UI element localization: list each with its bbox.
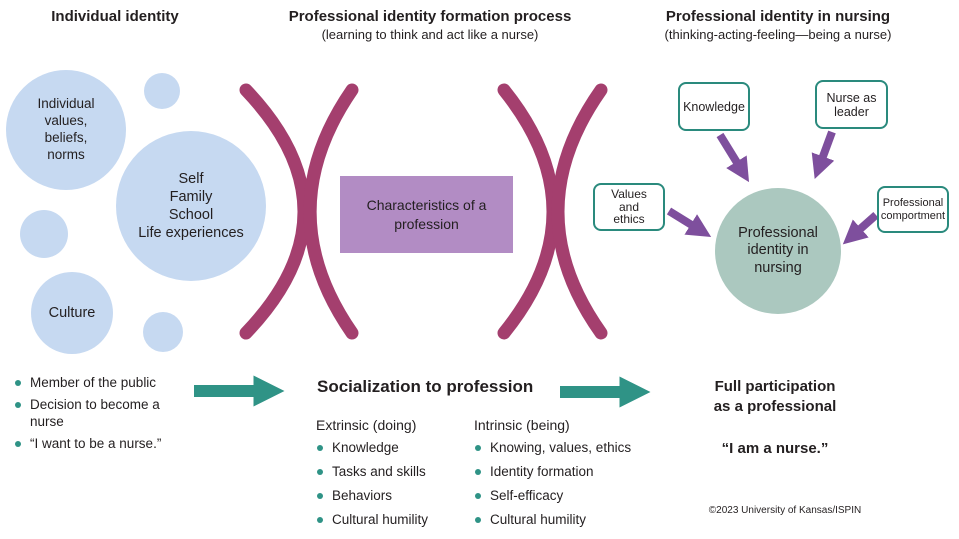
copyright-text: ©2023 University of Kansas/ISPIN: [708, 505, 862, 516]
box-nurse-as-leader: Nurse as leader: [815, 80, 888, 129]
list-item: Tasks and skills: [316, 464, 466, 481]
full-participation-lines: Full participation as a professional: [713, 378, 837, 416]
box-professional-comportment: Professional comportment: [877, 186, 949, 233]
circle-professional-identity: Professional identity in nursing: [715, 188, 841, 314]
arrow-comportment-icon: [842, 212, 879, 245]
column-header-individual-identity: Individual identity: [15, 8, 215, 25]
extrinsic-title: Extrinsic (doing): [316, 417, 417, 433]
circle-text: Individual values, beliefs, norms: [37, 96, 95, 162]
extrinsic-column: Extrinsic (doing) Knowledge Tasks and sk…: [316, 417, 466, 536]
intrinsic-list: Knowing, values, ethics Identity formati…: [474, 440, 659, 529]
transition-curve-2: [303, 83, 359, 340]
full-participation-text: Full participation as a professional: [695, 377, 855, 418]
intrinsic-column: Intrinsic (being) Knowing, values, ethic…: [474, 417, 659, 536]
list-item: Cultural humility: [316, 512, 466, 529]
header-title: Professional identity in nursing: [665, 8, 891, 25]
circle-individual-values: Individual values, beliefs, norms: [6, 70, 126, 190]
circle-decorative-left: [20, 210, 68, 258]
list-item: Cultural humility: [474, 512, 659, 529]
box-values-ethics: Values and ethics: [593, 183, 665, 231]
circle-text: Self Family School Life experiences: [138, 170, 244, 242]
characteristics-text: Characteristics of a profession: [366, 197, 487, 232]
header-subtitle: (learning to think and act like a nurse): [321, 27, 539, 43]
box-text: Professional comportment: [880, 197, 946, 222]
circle-culture: Culture: [31, 272, 113, 354]
socialization-title: Socialization to profession: [317, 377, 534, 396]
box-knowledge: Knowledge: [678, 82, 750, 131]
box-text: Knowledge: [683, 99, 745, 114]
arrow-values-ethics-icon: [666, 207, 712, 238]
list-item: Member of the public: [14, 375, 196, 392]
characteristics-box: Characteristics of a profession: [340, 176, 513, 253]
intrinsic-title: Intrinsic (being): [474, 417, 570, 433]
circle-text: Culture: [48, 304, 96, 321]
list-item: Identity formation: [474, 464, 659, 481]
header-title: Professional identity formation process: [288, 8, 572, 25]
box-text: Values and ethics: [611, 186, 647, 227]
arrow-knowledge-icon: [716, 132, 750, 183]
circle-decorative-bottom: [143, 312, 183, 352]
column-header-nursing-identity: Professional identity in nursing (thinki…: [618, 8, 938, 43]
nurse-quote: “I am a nurse.”: [721, 440, 829, 457]
list-item: Behaviors: [316, 488, 466, 505]
header-title: Individual identity: [51, 8, 179, 25]
circle-self-family: Self Family School Life experiences: [116, 131, 266, 281]
column-header-formation-process: Professional identity formation process …: [265, 8, 595, 43]
list-item: Knowing, values, ethics: [474, 440, 659, 457]
list-item: Self-efficacy: [474, 488, 659, 505]
arrow-nurse-leader-icon: [811, 130, 836, 180]
circle-text: Professional identity in nursing: [738, 224, 818, 276]
circle-decorative-top: [144, 73, 180, 109]
extrinsic-list: Knowledge Tasks and skills Behaviors Cul…: [316, 440, 466, 529]
header-subtitle: (thinking-acting-feeling—being a nurse): [664, 27, 892, 43]
list-item: Decision to become a nurse: [14, 397, 196, 431]
list-item: “I want to be a nurse.”: [14, 436, 196, 453]
transition-curve-4: [551, 83, 608, 340]
pre-nursing-list: Member of the public Decision to become …: [14, 375, 196, 458]
list-item: Knowledge: [316, 440, 466, 457]
box-text: Nurse as leader: [826, 90, 877, 119]
